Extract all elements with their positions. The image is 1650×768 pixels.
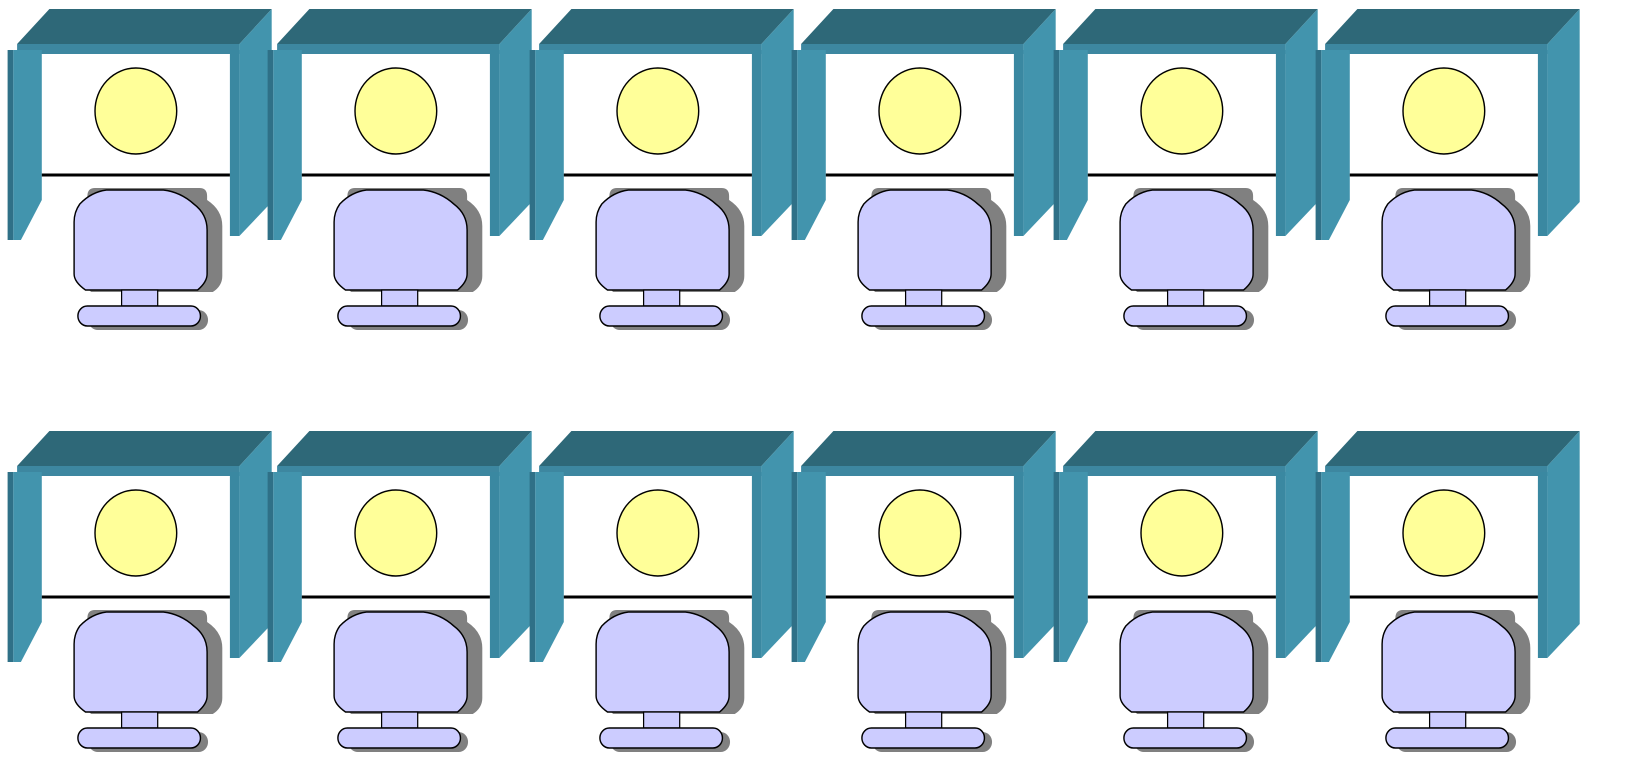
cubicle-workstation [790, 429, 1058, 754]
office-cubicle-icon [266, 429, 534, 754]
cubicle-workstation [1052, 429, 1320, 754]
office-cubicle-icon [1052, 429, 1320, 754]
cubicle-workstation [6, 429, 274, 754]
cubicle-workstation [528, 7, 796, 332]
office-cubicle-icon [1052, 7, 1320, 332]
office-cubicle-icon [266, 7, 534, 332]
cubicle-workstation [528, 429, 796, 754]
cubicle-workstation [266, 7, 534, 332]
office-cubicle-icon [790, 7, 1058, 332]
office-cubicle-icon [6, 429, 274, 754]
cubicle-workstation [266, 429, 534, 754]
office-cubicle-icon [6, 7, 274, 332]
cubicle-workstation [1314, 429, 1582, 754]
office-cubicle-icon [1314, 429, 1582, 754]
office-cubicle-icon [528, 7, 796, 332]
cubicle-workstation [1052, 7, 1320, 332]
office-cubicle-icon [1314, 7, 1582, 332]
office-cubicle-icon [528, 429, 796, 754]
cubicle-workstation [6, 7, 274, 332]
cubicle-workstation [1314, 7, 1582, 332]
office-cubicle-icon [790, 429, 1058, 754]
cubicle-workstation [790, 7, 1058, 332]
